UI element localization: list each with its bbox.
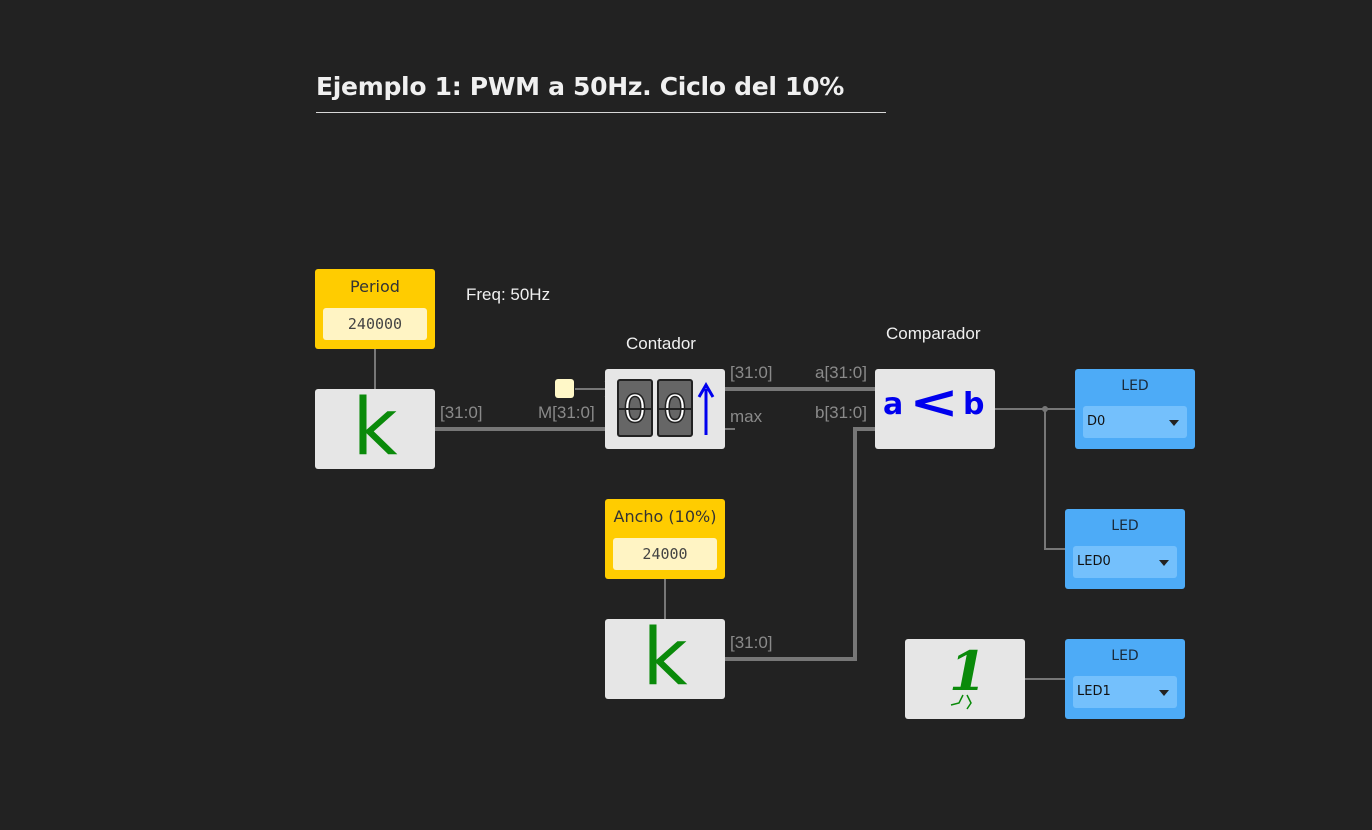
ancho-value-field[interactable]: 24000: [613, 538, 717, 570]
k-symbol: k: [642, 613, 688, 703]
counter-digit-1: 0: [617, 379, 653, 437]
diagram-title: Ejemplo 1: PWM a 50Hz. Ciclo del 10%: [316, 70, 886, 113]
k-constant-block[interactable]: k: [315, 383, 435, 473]
ancho-constant[interactable]: Ancho (10%) 24000: [605, 499, 725, 579]
port-counter-out: [31:0]: [730, 363, 773, 382]
led-d0[interactable]: LED D0: [1075, 369, 1195, 449]
period-label: Period: [350, 277, 400, 296]
led-led1-select[interactable]: LED1: [1073, 676, 1177, 708]
k-symbol: k: [352, 383, 398, 473]
period-constant[interactable]: Period 240000: [315, 269, 435, 349]
ancho-label: Ancho (10%): [613, 507, 717, 526]
comparator-block[interactable]: a < b: [875, 369, 995, 449]
led-led1-value: LED1: [1077, 684, 1111, 699]
counter-block[interactable]: 0 0: [605, 369, 725, 449]
comparator-less-than: <: [909, 375, 960, 429]
bit-one-symbol: 1: [949, 639, 987, 703]
bit-one-block[interactable]: 1: [905, 639, 1025, 719]
port-ancho-out: [31:0]: [730, 633, 773, 652]
led-led0-title: LED: [1111, 518, 1139, 534]
port-comp-a: a[31:0]: [815, 363, 867, 382]
period-value-field[interactable]: 240000: [323, 308, 427, 340]
led-led0-select[interactable]: LED0: [1073, 546, 1177, 578]
clock-input[interactable]: [555, 379, 574, 398]
led-d0-title: LED: [1121, 378, 1149, 394]
chevron-down-icon: [1159, 560, 1169, 566]
port-period-out: [31:0]: [440, 403, 483, 422]
led-led1[interactable]: LED LED1: [1065, 639, 1185, 719]
count-up-arrow-icon: [697, 382, 715, 435]
wire-comp-led0: [1044, 409, 1065, 550]
wire-k2-comp-b: [725, 427, 875, 661]
led-d0-select[interactable]: D0: [1083, 406, 1187, 438]
comparator-b: b: [963, 387, 985, 422]
port-counter-max: max: [730, 407, 763, 426]
legs-icon: [950, 694, 972, 710]
chevron-down-icon: [1159, 690, 1169, 696]
led-led1-title: LED: [1111, 648, 1139, 664]
comparator-a: a: [883, 387, 904, 422]
port-comp-b: b[31:0]: [815, 403, 867, 422]
led-d0-value: D0: [1087, 414, 1106, 429]
counter-digit-2: 0: [657, 379, 693, 437]
k-constant-block-2[interactable]: k: [605, 613, 725, 703]
led-led0[interactable]: LED LED0: [1065, 509, 1185, 589]
chevron-down-icon: [1169, 420, 1179, 426]
comparador-label: Comparador: [886, 324, 981, 343]
freq-label: Freq: 50Hz: [466, 285, 551, 304]
wire-junction: [1042, 406, 1048, 412]
contador-label: Contador: [626, 334, 696, 353]
port-counter-in: M[31:0]: [538, 403, 595, 422]
led-led0-value: LED0: [1077, 554, 1111, 569]
